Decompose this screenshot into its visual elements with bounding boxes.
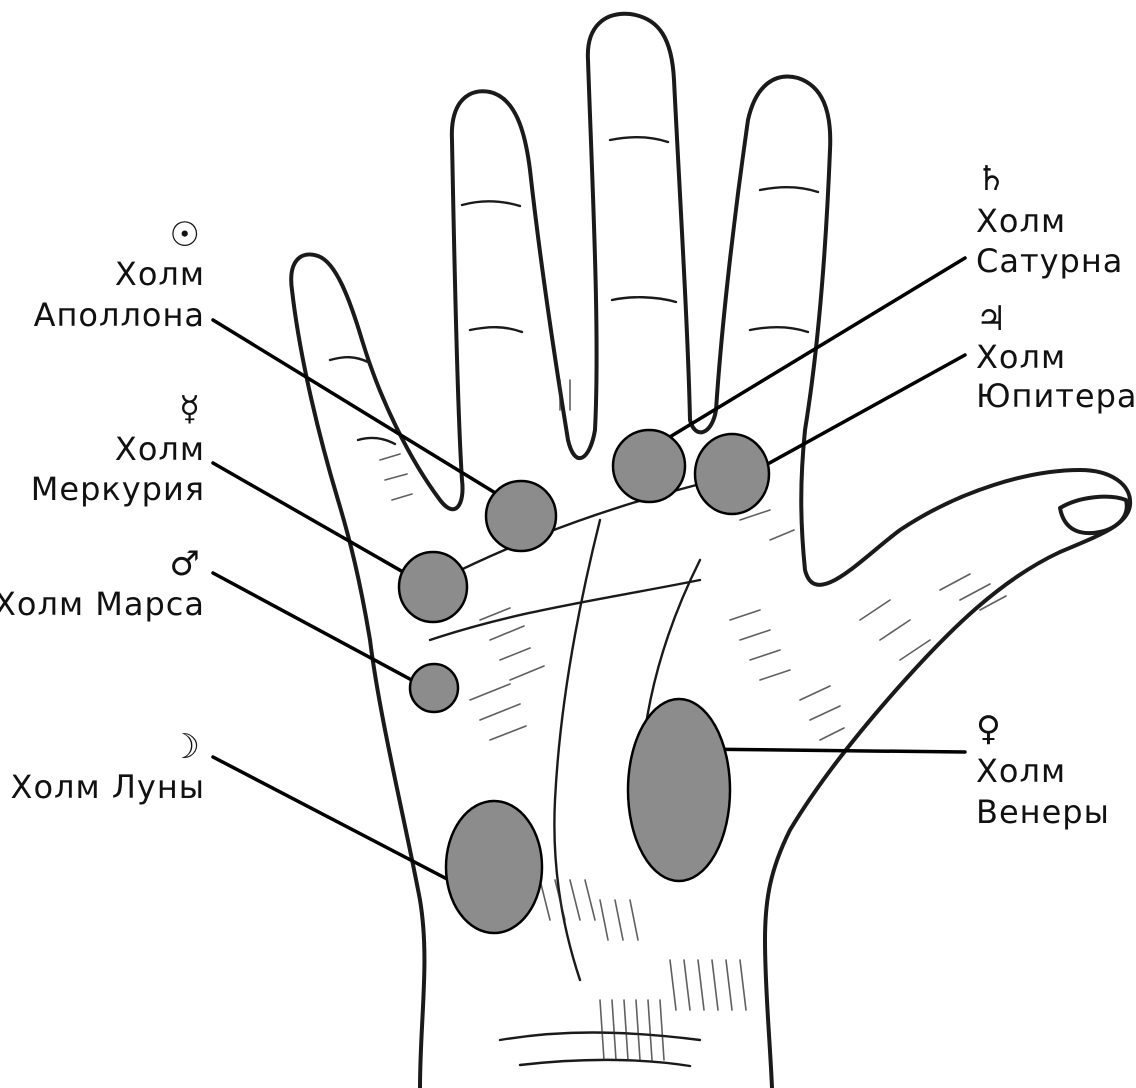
label-saturn-line2: Сатурна: [976, 242, 1123, 280]
mount-venus-marker: [628, 699, 730, 881]
leader-lines: [213, 258, 965, 892]
mount-apollo-marker: [486, 481, 556, 551]
mount-mars-marker: [410, 664, 458, 712]
mars-icon: ♂: [170, 544, 200, 584]
label-jupiter: ♃ Холм Юпитера: [976, 299, 1136, 415]
label-venus-line1: Холм: [976, 752, 1066, 790]
label-venus: ♀ Холм Венеры: [976, 709, 1110, 831]
label-moon-line1: Холм Луны: [11, 768, 205, 806]
label-apollo: ☉ Холм Аполлона: [34, 215, 205, 334]
mounts-layer: [399, 430, 769, 933]
label-saturn: ♄ Холм Сатурна: [976, 159, 1123, 280]
label-jupiter-line1: Холм: [976, 338, 1066, 376]
moon-icon: ☽: [170, 727, 200, 767]
finger-creases: [330, 137, 818, 444]
label-apollo-line2: Аполлона: [34, 296, 205, 334]
thumbnail: [1060, 497, 1127, 533]
leader-line-moon: [213, 757, 472, 892]
venus-icon: ♀: [976, 709, 1001, 749]
mount-saturn-marker: [613, 430, 685, 502]
label-mercury: ☿ Холм Меркурия: [31, 389, 205, 508]
leader-line-venus: [688, 749, 965, 752]
label-moon: ☽ Холм Луны: [11, 727, 205, 806]
mount-mercury-marker: [399, 552, 467, 622]
mercury-icon: ☿: [179, 389, 200, 429]
jupiter-icon: ♃: [976, 299, 1006, 339]
label-saturn-line1: Холм: [976, 202, 1066, 240]
leader-line-jupiter: [735, 355, 965, 482]
label-mars-line1: Холм Марса: [0, 585, 205, 623]
sun-icon: ☉: [170, 215, 200, 255]
label-mercury-line2: Меркурия: [31, 470, 205, 508]
saturn-icon: ♄: [976, 159, 1006, 199]
wrist-lines: [500, 1033, 700, 1067]
label-apollo-line1: Холм: [115, 255, 205, 293]
mount-moon-marker: [446, 801, 542, 933]
label-mars: ♂ Холм Марса: [0, 544, 205, 623]
label-venus-line2: Венеры: [976, 793, 1110, 831]
label-mercury-line1: Холм: [115, 430, 205, 468]
mount-jupiter-marker: [695, 434, 769, 514]
label-jupiter-line2: Юпитера: [976, 377, 1136, 415]
